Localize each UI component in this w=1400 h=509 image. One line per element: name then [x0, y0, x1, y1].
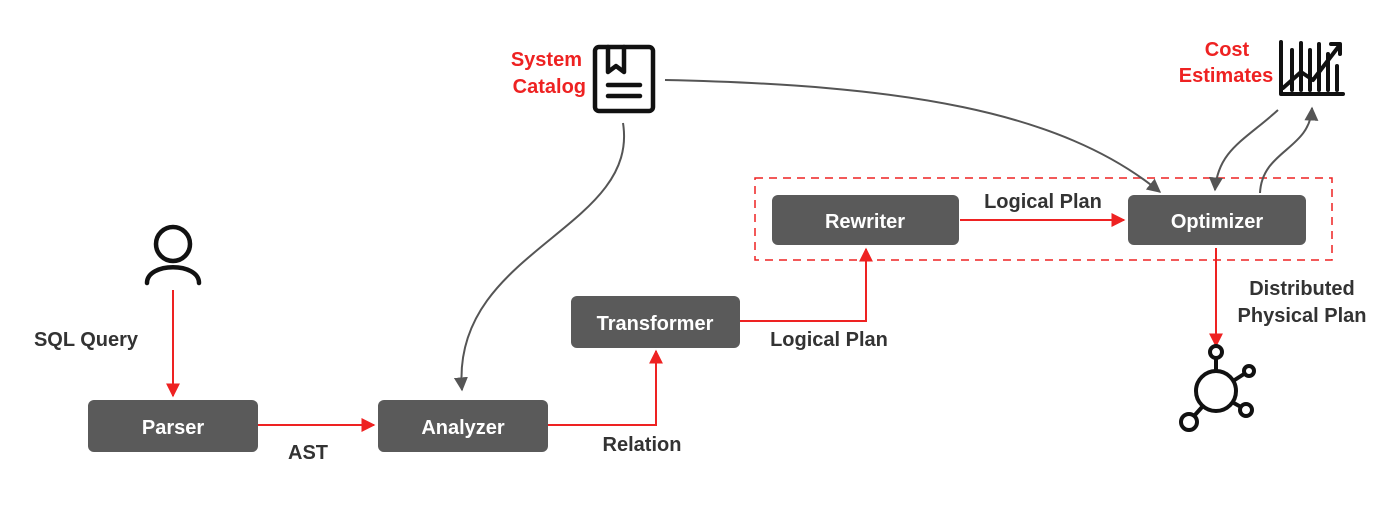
catalog-to-analyzer-edge	[453, 122, 626, 392]
transformer-label: Transformer	[597, 313, 714, 335]
rewriter-node: Rewriter	[772, 195, 959, 245]
network-hub-icon	[1179, 344, 1256, 432]
estimates-label: Estimates	[1179, 65, 1274, 87]
transformer-node: Transformer	[571, 296, 740, 348]
analyzer-label: Analyzer	[421, 417, 505, 439]
bookmark-document-icon	[592, 44, 656, 114]
system-label: System	[511, 49, 582, 71]
optimization-group-boundary	[754, 177, 1333, 261]
sql-query-label: SQL Query	[34, 329, 139, 351]
optimizer-label: Optimizer	[1171, 211, 1263, 233]
parser-label: Parser	[142, 417, 204, 439]
logical-plan-label-rewriter: Logical Plan	[984, 191, 1102, 213]
catalog-label: Catalog	[513, 76, 586, 98]
cost-label: Cost	[1205, 39, 1250, 61]
logical-plan-label-transformer: Logical Plan	[770, 329, 888, 351]
optimizer-to-cost-edge	[1259, 106, 1319, 194]
user-icon	[144, 224, 202, 286]
analyzer-to-transformer-edge	[548, 349, 663, 426]
catalog-to-optimizer-edge	[664, 79, 1162, 193]
relation-label: Relation	[603, 434, 682, 456]
analyzer-node: Analyzer	[378, 400, 548, 452]
chart-trend-icon	[1279, 40, 1345, 96]
rewriter-label: Rewriter	[825, 211, 905, 233]
parser-node: Parser	[88, 400, 258, 452]
physical-plan-label: Physical Plan	[1238, 305, 1367, 327]
optimizer-node: Optimizer	[1128, 195, 1306, 245]
ast-label: AST	[288, 442, 328, 464]
cost-to-optimizer-edge	[1208, 109, 1279, 192]
distributed-label: Distributed	[1249, 278, 1355, 300]
transformer-to-rewriter-edge	[740, 247, 873, 322]
